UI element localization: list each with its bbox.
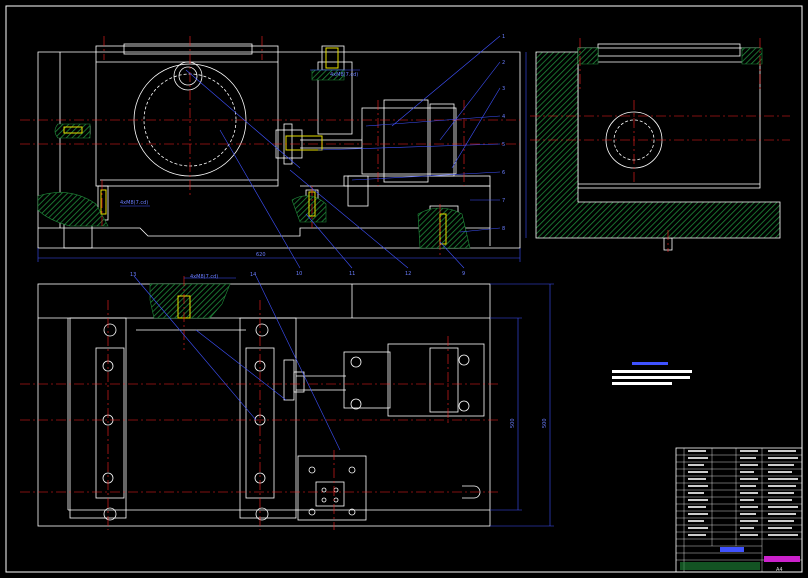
technical-requirements-note (612, 362, 692, 385)
front-centerlines (20, 36, 520, 256)
svg-text:12: 12 (405, 271, 411, 277)
svg-text:6: 6 (502, 170, 505, 176)
svg-text:5: 5 (502, 142, 505, 148)
front-overall-dimension: 620 (256, 252, 266, 258)
balloons-right: 1 2 3 4 5 6 7 8 (502, 34, 505, 232)
top-clamp-left (95, 347, 125, 499)
top-height-dimension: 500 (542, 418, 548, 428)
top-bottom-plate (297, 455, 367, 521)
svg-text:10: 10 (296, 271, 302, 277)
svg-text:2: 2 (502, 60, 505, 66)
front-view (37, 43, 521, 249)
sheet-border (5, 5, 803, 573)
front-hatch-left (37, 192, 109, 227)
front-cylinder-body (361, 107, 457, 175)
title-block: A4 (675, 447, 803, 573)
front-hatch-screw (54, 123, 91, 139)
front-dimensions (37, 35, 521, 269)
svg-text:14: 14 (250, 272, 256, 278)
sheet-size-label: A4 (776, 567, 783, 573)
svg-text:11: 11 (349, 271, 355, 277)
top-centerlines (20, 276, 500, 530)
top-cylinder (387, 343, 485, 417)
front-leader-note: 4xM8(7.cd) (330, 72, 358, 78)
svg-text:4: 4 (502, 114, 505, 120)
balloons-bottom: 10 11 12 9 (296, 271, 465, 277)
front-bolts (63, 47, 447, 245)
svg-text:9: 9 (462, 271, 465, 277)
side-centerlines (530, 38, 790, 252)
top-leader-note: 4xM8(7.cd) (190, 274, 218, 280)
svg-text:3: 3 (502, 86, 505, 92)
front-housing (95, 45, 279, 187)
title-block-magenta-bar (764, 556, 800, 562)
top-inner-dimension: 500 (510, 418, 516, 428)
front-hatch-right (417, 207, 471, 249)
side-housing (577, 47, 761, 189)
svg-text:8: 8 (502, 226, 505, 232)
svg-text:7: 7 (502, 198, 505, 204)
top-dimensions (133, 275, 554, 527)
top-base-plate (37, 283, 491, 527)
front-leader-note-2: 4xM8(7.cd) (120, 200, 148, 206)
balloons-top-view: 13 14 (130, 272, 256, 278)
svg-text:13: 13 (130, 272, 136, 278)
svg-text:1: 1 (502, 34, 505, 40)
top-view (37, 283, 491, 527)
side-l-bracket-hatch (535, 51, 781, 239)
